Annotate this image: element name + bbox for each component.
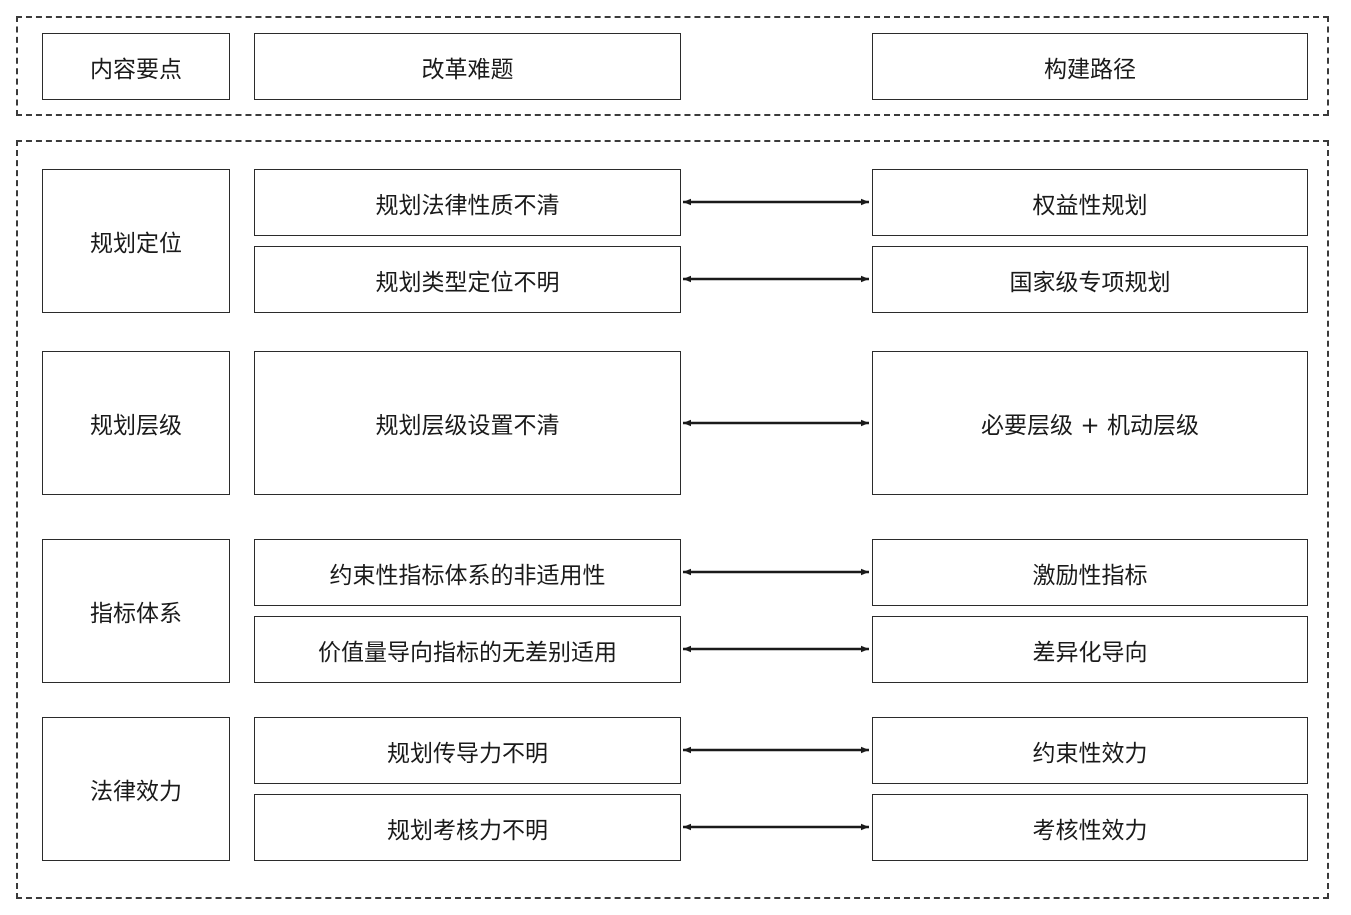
path-box: 权益性规划 [872,169,1308,236]
category-indicator-system: 指标体系 [42,539,230,683]
category-legal-effect: 法律效力 [42,717,230,861]
path-box: 激励性指标 [872,539,1308,606]
problem-box: 规划传导力不明 [254,717,681,784]
header-reform-difficulties: 改革难题 [254,33,681,100]
category-planning-level: 规划层级 [42,351,230,495]
header-construction-path: 构建路径 [872,33,1308,100]
path-box: 必要层级 + 机动层级 [872,351,1308,495]
header-content-points: 内容要点 [42,33,230,100]
problem-box: 价值量导向指标的无差别适用 [254,616,681,683]
problem-box: 规划类型定位不明 [254,246,681,313]
category-planning-positioning: 规划定位 [42,169,230,313]
body-frame [16,140,1329,899]
problem-box: 规划法律性质不清 [254,169,681,236]
path-box: 约束性效力 [872,717,1308,784]
problem-box: 规划考核力不明 [254,794,681,861]
path-box: 差异化导向 [872,616,1308,683]
problem-box: 约束性指标体系的非适用性 [254,539,681,606]
path-box: 国家级专项规划 [872,246,1308,313]
header-frame [16,16,1329,116]
problem-box: 规划层级设置不清 [254,351,681,495]
path-box: 考核性效力 [872,794,1308,861]
